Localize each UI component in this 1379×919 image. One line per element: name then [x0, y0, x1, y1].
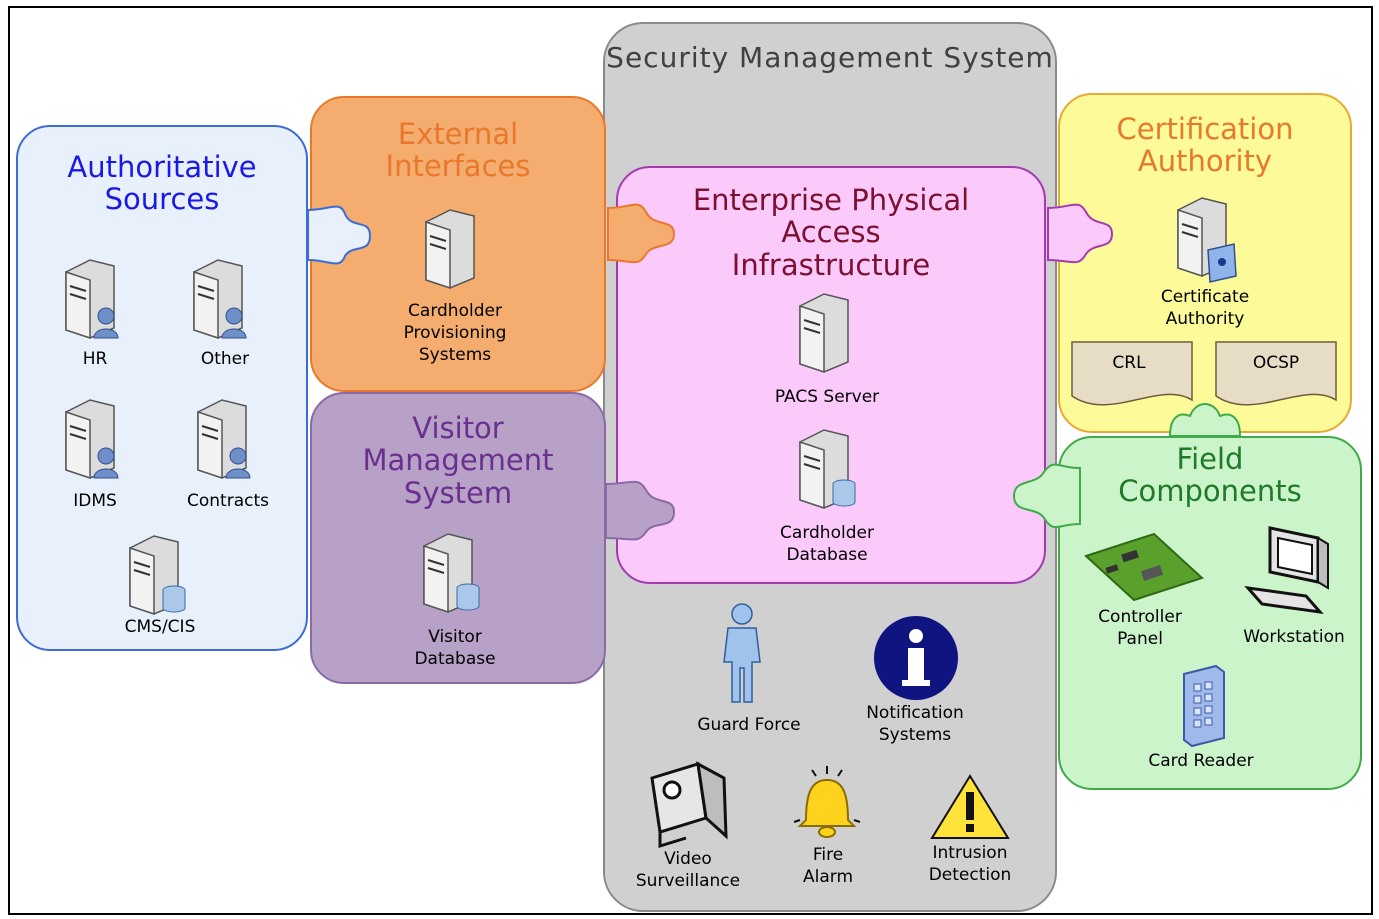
- connector-fc-epa: [1012, 463, 1081, 528]
- cardholder-database-label: Cardholder Database: [780, 523, 874, 566]
- server-user-icon: [197, 399, 251, 480]
- server-icon: [799, 293, 849, 374]
- document-icon: [1215, 341, 1337, 406]
- camera-icon: [650, 761, 728, 849]
- hr-label: HR: [82, 349, 108, 369]
- external-interfaces-title: External Interfaces: [385, 117, 531, 184]
- video-surveillance-label: Video Surveillance: [635, 849, 741, 892]
- server-user-icon: [193, 259, 247, 340]
- server-db-icon: [799, 429, 856, 510]
- security-management-title: Security Management System: [606, 41, 1054, 74]
- connector-vis-epa: [605, 480, 676, 541]
- cardholder-provisioning-label: Cardholder Provisioning Systems: [403, 301, 507, 366]
- enterprise-pai-panel: Enterprise Physical Access Infrastructur…: [616, 166, 1046, 584]
- server-user-icon: [65, 399, 119, 480]
- warning-icon: [930, 774, 1010, 839]
- certification-authority-title: Certification Authority: [1116, 112, 1294, 179]
- card-reader-label: Card Reader: [1148, 751, 1254, 771]
- server-icon: [425, 209, 475, 290]
- other-label: Other: [200, 349, 250, 369]
- server-user-icon: [65, 259, 119, 340]
- certificate-server-icon: [1177, 197, 1237, 283]
- fire-alarm-label: Fire Alarm: [802, 845, 854, 888]
- visitor-database-label: Visitor Database: [414, 627, 496, 670]
- diagram-frame: [8, 6, 1373, 915]
- contracts-label: Contracts: [187, 491, 269, 511]
- connector-epa-ca: [1047, 203, 1114, 264]
- certificate-authority-label: Certificate Authority: [1160, 287, 1250, 330]
- guard-icon: [723, 603, 761, 703]
- authoritative-sources-title: Authoritative Sources: [67, 150, 257, 217]
- pacs-server-label: PACS Server: [774, 387, 880, 407]
- guard-force-label: Guard Force: [697, 715, 801, 735]
- idms-label: IDMS: [73, 491, 117, 511]
- visitor-management-title: Visitor Management System: [362, 411, 554, 510]
- card-reader-icon: [1183, 664, 1225, 748]
- bell-icon: [793, 766, 861, 838]
- intrusion-detection-label: Intrusion Detection: [928, 843, 1012, 886]
- server-db-icon: [423, 533, 480, 614]
- server-db-icon: [129, 535, 186, 616]
- controller-panel-label: Controller Panel: [1098, 607, 1182, 650]
- info-icon: [874, 616, 958, 700]
- enterprise-pai-title: Enterprise Physical Access Infrastructur…: [692, 183, 970, 282]
- computer-icon: [1244, 526, 1329, 615]
- connector-auth-ext: [307, 205, 372, 265]
- document-icon: [1071, 341, 1193, 406]
- ocsp-label: OCSP: [1252, 353, 1300, 373]
- connector-ext-epa: [607, 203, 676, 264]
- cms-cis-label: CMS/CIS: [124, 617, 196, 637]
- notification-systems-label: Notification Systems: [866, 703, 964, 746]
- connector-ca-fc: [1168, 403, 1242, 437]
- workstation-label: Workstation: [1243, 627, 1345, 647]
- field-components-title: Field Components: [1118, 442, 1302, 509]
- authoritative-sources-panel: Authoritative Sources: [16, 125, 308, 651]
- crl-label: CRL: [1112, 353, 1146, 373]
- circuit-board-icon: [1084, 532, 1204, 602]
